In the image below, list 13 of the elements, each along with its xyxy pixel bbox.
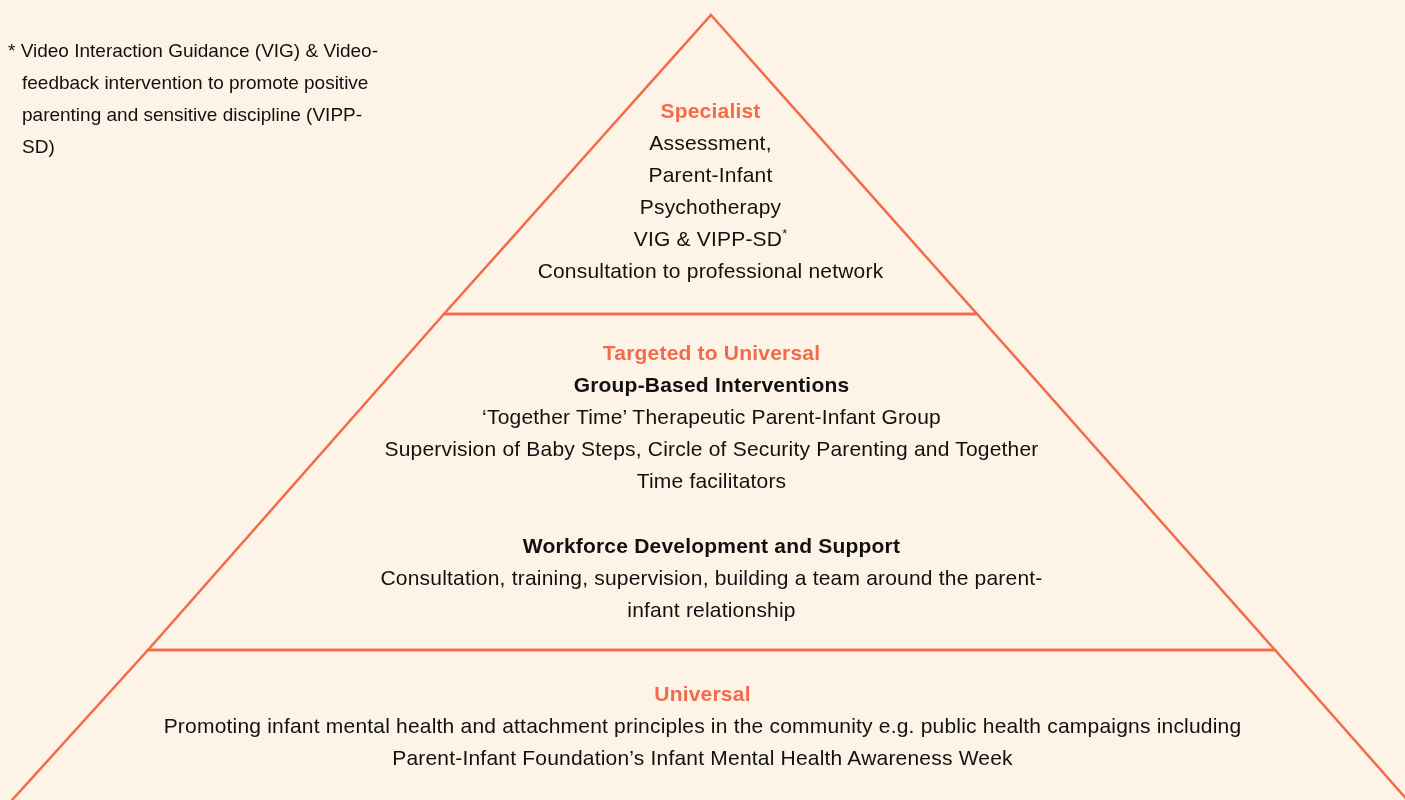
tier-heading: Specialist: [660, 98, 761, 124]
tier-text: Assessment, Parent-Infant Psychotherapy: [638, 130, 783, 220]
tier-text: Supervision of Baby Steps, Circle of Security Parenting and Together Time facilitators: [383, 436, 1040, 494]
tier-text: Consultation, training, supervision, building a team around the parent-infant relationship: [379, 565, 1044, 623]
section-heading: Group-Based Interventions: [573, 372, 850, 398]
tier-heading: Targeted to Universal: [602, 340, 821, 366]
tier-text: ‘Together Time’ Therapeutic Parent-Infant Group: [482, 404, 941, 430]
tier-text: VIG & VIPP-SD$^{*}$: [633, 226, 788, 252]
footnote: * Video Interaction Guidance (VIG) & Video-feedback intervention to promote positive parenting and sensitive discipline (VIPP-SD): [8, 39, 379, 159]
tier-heading: Universal: [654, 681, 751, 707]
tier-text: Consultation to professional network: [537, 258, 884, 284]
section-heading: Workforce Development and Support: [522, 533, 901, 559]
tier-text: Promoting infant mental health and attachment principles in the community e.g. public health campaigns including Parent-Infant Foundation’s Infant Mental Health Awareness Week: [162, 713, 1243, 771]
